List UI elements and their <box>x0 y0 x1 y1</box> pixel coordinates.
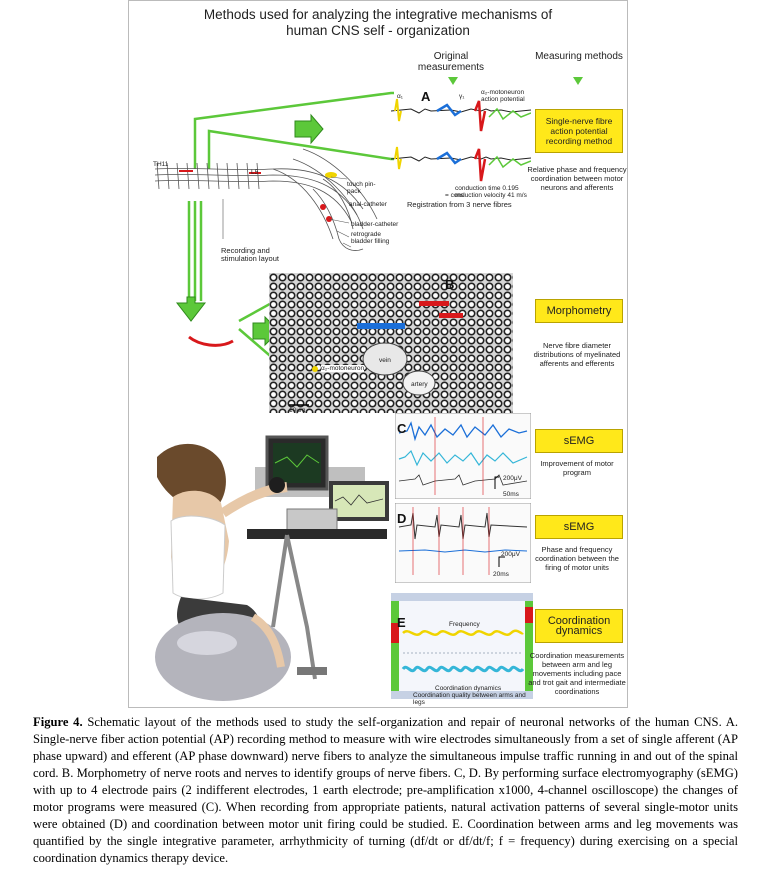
method-box-semg-d: sEMG <box>535 515 623 539</box>
label-efferent-ap: α₂-motoneuron action potential <box>481 89 525 103</box>
label-th11: TH11 <box>153 161 169 168</box>
patient-photo <box>137 417 395 703</box>
panel-c-traces <box>395 413 531 499</box>
method-desc-semg-c: Improvement of motor program <box>540 459 614 477</box>
scale-d-time: 20ms <box>493 571 509 578</box>
header-original: Original measurements <box>417 51 485 73</box>
caption-text: Schematic layout of the methods used to … <box>33 715 738 865</box>
scale-b: 10μm <box>289 407 306 414</box>
panel-b-micrograph <box>269 273 513 413</box>
registration-label: Registration from 3 nerve fibres <box>407 200 512 209</box>
figure-title-line1: Methods used for analyzing the integrati… <box>203 7 553 22</box>
label-gamma: γ₁ <box>459 93 465 100</box>
label-afferent: α₁ <box>397 93 403 100</box>
method-desc-single-fibre: Relative phase and frequency coordinatio… <box>527 165 627 192</box>
method-desc-morphometry: Nerve fibre diameter distributions of my… <box>533 341 621 368</box>
panel-d-traces <box>395 503 531 583</box>
scale-c-voltage: 200μV <box>503 475 522 482</box>
panel-letter-e: E <box>397 615 406 630</box>
figure-caption: Figure 4. Schematic layout of the method… <box>33 714 738 867</box>
panel-letter-c: C <box>397 421 407 436</box>
scale-c-time: 50ms <box>503 491 519 498</box>
label-vein: vein <box>379 357 391 364</box>
method-box-coordination: Coordination dynamics <box>535 609 623 643</box>
scale-d-voltage: 200μV <box>501 551 520 558</box>
arrow-down-icon <box>573 77 583 85</box>
label-anal: anal-catheter <box>349 201 387 208</box>
label-touch: touch pin-pack <box>347 181 376 195</box>
panel-a-traces <box>391 98 531 182</box>
label-recording: Recording and stimulation layout <box>221 246 279 263</box>
label-artery: artery <box>411 381 428 388</box>
label-coord-dyn: Coordination dynamics <box>435 685 502 692</box>
label-bladder: bladder-catheter <box>351 221 399 228</box>
label-quality: Coordination quality between arms and le… <box>413 692 526 706</box>
panel-letter-d: D <box>397 511 407 526</box>
label-retrograde: retrograde bladder filling <box>351 231 390 245</box>
caption-label: Figure 4. <box>33 715 83 729</box>
header-measuring: Measuring methods <box>535 51 623 62</box>
anatomy-sketch <box>154 148 378 251</box>
panel-letter-a: A <box>421 89 431 104</box>
conduction-velocity: = conduction velocity 41 m/s <box>445 192 527 199</box>
label-motoneuron: α₂-motoneuron <box>321 365 365 372</box>
figure-panel: Methods used for analyzing the integrati… <box>128 0 628 708</box>
figure-title: Methods used for analyzing the integrati… <box>129 7 627 39</box>
method-box-semg-c: sEMG <box>535 429 623 453</box>
panel-e-screen <box>391 593 533 699</box>
panel-letter-b: B <box>445 277 455 292</box>
label-frequency: Frequency <box>449 621 480 628</box>
method-desc-coordination: Coordination measurements between arm an… <box>528 651 626 696</box>
label-l5: L5 <box>251 169 259 176</box>
arrow-down-icon <box>448 77 458 85</box>
method-desc-semg-d: Phase and frequency coordination between… <box>535 545 619 572</box>
method-box-morphometry: Morphometry <box>535 299 623 323</box>
conduction-time: conduction time 0.195 ms <box>455 185 519 199</box>
figure-title-line2: human CNS self - organization <box>286 23 470 38</box>
method-box-single-fibre: Single-nerve fibre action potential reco… <box>535 109 623 153</box>
